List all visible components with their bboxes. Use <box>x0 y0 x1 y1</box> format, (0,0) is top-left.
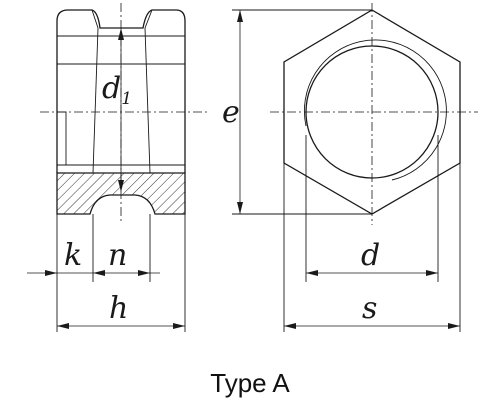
s-arrow-left <box>284 323 296 329</box>
s-label: s <box>362 291 377 326</box>
body-outline <box>56 9 186 173</box>
k-arrow-left <box>45 270 57 276</box>
e-label: e <box>222 95 240 130</box>
h-arrow-right <box>173 323 185 329</box>
n-arrow-right <box>138 270 150 276</box>
d-label: d <box>361 238 380 273</box>
h-arrow-left <box>57 323 69 329</box>
k-label: k <box>64 238 82 273</box>
d1-arrow-bottom <box>118 180 124 192</box>
thread-arc <box>303 39 447 181</box>
caption: Type A <box>210 368 290 398</box>
inner-step <box>57 111 67 166</box>
k-arrow-right <box>93 270 105 276</box>
e-arrow-top <box>237 10 243 22</box>
n-label: n <box>108 238 127 273</box>
bore-right <box>144 27 151 174</box>
d1-label: d1 <box>102 71 132 109</box>
bore-top-left-curve <box>91 9 99 29</box>
h-label: h <box>109 291 128 326</box>
front-view: e d s <box>222 3 478 332</box>
d-arrow-right <box>426 270 438 276</box>
s-arrow-right <box>448 323 460 329</box>
bore-top-right-curve <box>144 9 153 29</box>
side-view: d1 k n h <box>27 3 210 332</box>
e-arrow-bottom <box>237 202 243 214</box>
d-arrow-left <box>306 270 318 276</box>
d1-arrow-top <box>118 28 124 40</box>
bore-left <box>92 27 99 174</box>
